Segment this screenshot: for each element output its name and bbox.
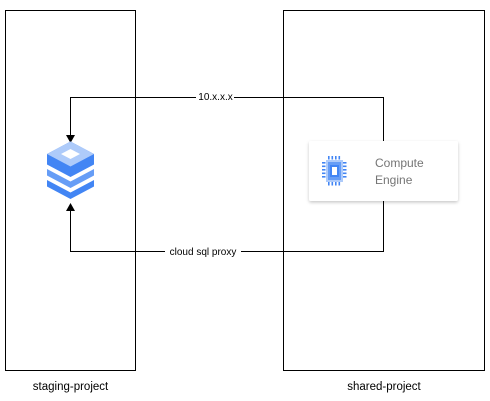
compute-engine-label-line2: Engine	[375, 173, 413, 187]
staging-project-box[interactable]	[5, 10, 136, 371]
top-label-background	[196, 89, 234, 103]
bottom-connector-label: cloud sql proxy	[170, 247, 237, 258]
staging-project-label: staging-project	[33, 381, 109, 393]
shared-project-label: shared-project	[347, 381, 421, 393]
top-connector-label: 10.x.x.x	[198, 92, 232, 103]
compute-engine-card[interactable]: Compute Engine	[309, 141, 458, 201]
bottom-label-background	[165, 244, 241, 258]
cloud-sql-icon[interactable]	[47, 141, 94, 200]
bottom-connector-arrowhead	[66, 203, 75, 211]
top-connector-arrowhead	[66, 135, 75, 143]
compute-engine-card-background	[309, 141, 458, 201]
compute-engine-icon	[322, 156, 347, 186]
compute-engine-label-line1: Compute	[375, 156, 424, 170]
